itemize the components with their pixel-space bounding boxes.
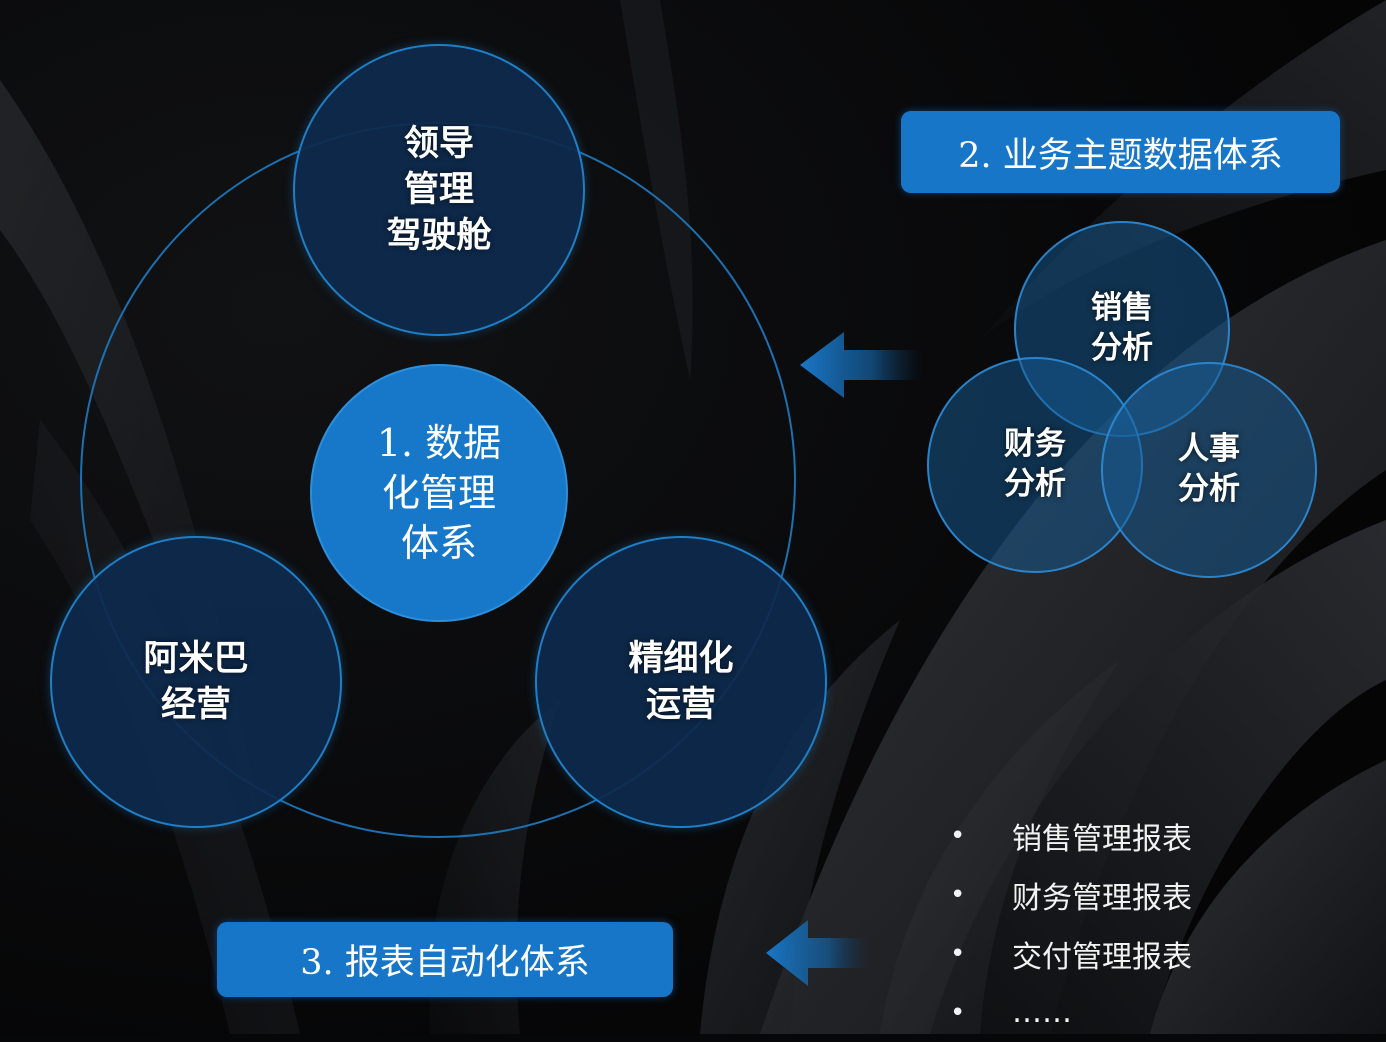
list-item: • 销售管理报表 bbox=[950, 806, 1192, 865]
finance-analysis-label: 财务 分析 bbox=[965, 424, 1105, 504]
report-item-label: 交付管理报表 bbox=[1012, 932, 1192, 976]
data-management-system-circle: 1. 数据 化管理 体系 bbox=[310, 364, 568, 622]
hr-analysis-label: 人事 分析 bbox=[1139, 429, 1279, 509]
left-arrow-icon bbox=[762, 916, 872, 990]
left-arrow-icon bbox=[796, 328, 926, 402]
bullet: • bbox=[950, 821, 1012, 851]
list-item: • …… bbox=[950, 983, 1192, 1042]
leadership-cockpit-label: 领导 管理 驾驶舱 bbox=[386, 121, 491, 259]
bullet: • bbox=[950, 939, 1012, 969]
report-item-label: 销售管理报表 bbox=[1012, 814, 1192, 858]
report-list: • 销售管理报表 • 财务管理报表 • 交付管理报表 • …… bbox=[950, 806, 1192, 1042]
refined-operations-circle: 精细化 运营 bbox=[535, 536, 827, 828]
refined-operations-label: 精细化 运营 bbox=[628, 636, 733, 728]
amoeba-management-label: 阿米巴 经营 bbox=[143, 636, 248, 728]
sales-analysis-label: 销售 分析 bbox=[1052, 288, 1192, 368]
report-automation-banner: 3. 报表自动化体系 bbox=[217, 922, 673, 997]
list-item: • 交付管理报表 bbox=[950, 924, 1192, 983]
bullet: • bbox=[950, 880, 1012, 910]
report-item-label: 财务管理报表 bbox=[1012, 873, 1192, 917]
report-automation-banner-label: 3. 报表自动化体系 bbox=[300, 934, 590, 985]
bullet: • bbox=[950, 998, 1012, 1028]
report-item-label: …… bbox=[1012, 995, 1072, 1030]
leadership-cockpit-circle: 领导 管理 驾驶舱 bbox=[293, 44, 585, 336]
amoeba-management-circle: 阿米巴 经营 bbox=[50, 536, 342, 828]
business-topic-banner-label: 2. 业务主题数据体系 bbox=[958, 127, 1283, 178]
data-management-system-label: 1. 数据 化管理 体系 bbox=[377, 418, 501, 568]
business-topic-banner: 2. 业务主题数据体系 bbox=[901, 111, 1340, 193]
list-item: • 财务管理报表 bbox=[950, 865, 1192, 924]
